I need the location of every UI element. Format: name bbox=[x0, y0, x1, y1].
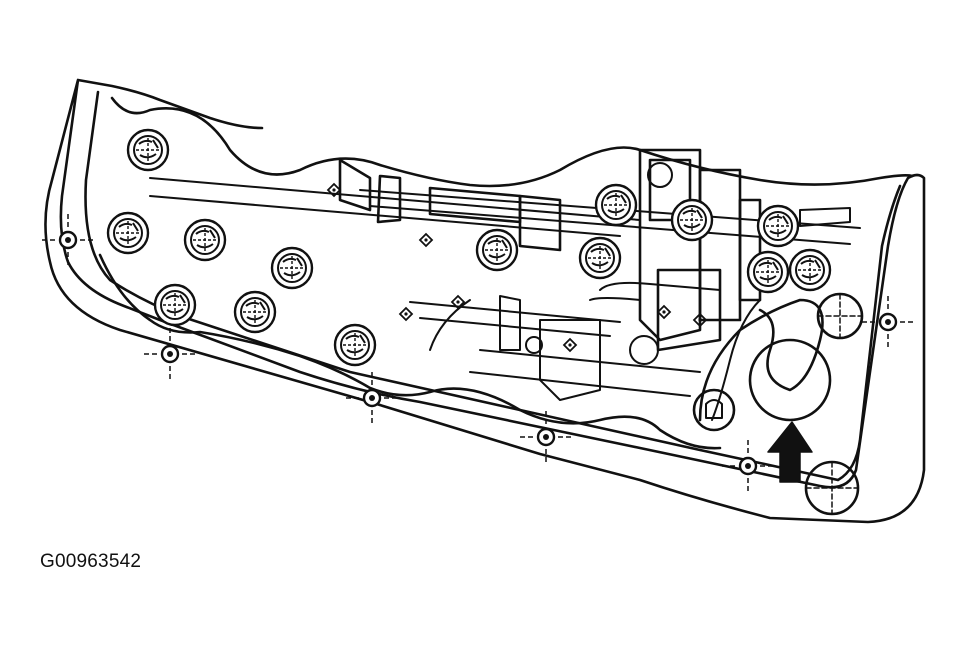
valve-body-bottom-edge bbox=[98, 253, 722, 450]
bolt-icon bbox=[270, 246, 314, 290]
cavity bbox=[629, 335, 659, 365]
bolt-icon bbox=[233, 290, 277, 334]
valve-body-rail bbox=[149, 177, 641, 237]
valve-body-rail bbox=[469, 349, 701, 397]
bolt-icon bbox=[183, 218, 227, 262]
bolt-icon bbox=[594, 183, 638, 227]
bolt-icon bbox=[153, 283, 197, 327]
arrow-up-icon bbox=[767, 421, 813, 483]
oil-tube bbox=[429, 299, 471, 351]
solenoid-housing bbox=[338, 158, 372, 212]
manual-valve-block bbox=[698, 168, 742, 322]
bolt-icon bbox=[333, 323, 377, 367]
bolt-group bbox=[106, 128, 832, 367]
bolt-icon bbox=[106, 211, 150, 255]
bolt-icon bbox=[670, 198, 714, 242]
oil-tube bbox=[539, 319, 601, 401]
diamond-fastener-icon bbox=[419, 233, 433, 247]
bolt-icon bbox=[756, 204, 800, 248]
cavity bbox=[647, 162, 673, 188]
diamond-fastener-icon bbox=[399, 307, 413, 321]
bolt-icon bbox=[126, 128, 170, 172]
oil-tube bbox=[499, 295, 521, 351]
diamond-fastener-icon bbox=[563, 338, 577, 352]
oil-tube bbox=[589, 297, 641, 301]
strainer-wire bbox=[711, 299, 761, 421]
fitting bbox=[692, 388, 736, 432]
cavity bbox=[525, 336, 543, 354]
location-marker-icon bbox=[860, 294, 916, 350]
diamond-fastener-icon bbox=[657, 305, 671, 319]
oil-tube bbox=[599, 281, 721, 291]
bolt-icon bbox=[475, 228, 519, 272]
bolt-icon bbox=[746, 250, 790, 294]
oil-strainer bbox=[748, 338, 832, 422]
valve-body-rail bbox=[409, 301, 621, 337]
solenoid-housing bbox=[518, 194, 562, 252]
detent-spring bbox=[799, 207, 851, 227]
valve-body-top-edge bbox=[110, 96, 914, 188]
solenoid-housing bbox=[376, 174, 402, 224]
shift-valve-block bbox=[638, 148, 702, 342]
figure-id-label: G00963542 bbox=[40, 551, 142, 572]
location-marker-icon bbox=[142, 326, 198, 382]
bolt-icon bbox=[788, 248, 832, 292]
bolt-icon bbox=[578, 236, 622, 280]
